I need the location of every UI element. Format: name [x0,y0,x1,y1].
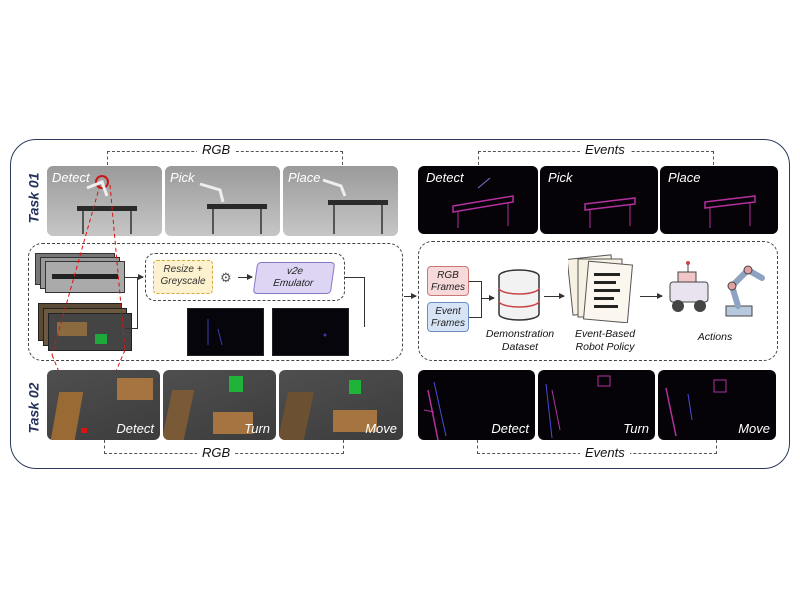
task2-event-turn-panel: Turn [538,370,655,440]
task1-event-pick-panel: Pick [540,166,658,234]
policy-line2: Robot Policy [575,341,635,353]
arrow-to-db [482,295,495,301]
rgb-frames-tag: RGB Frames [427,266,469,296]
task2-event-move-label: Move [738,421,770,436]
task1-rgb-detect-panel: Detect [47,166,162,236]
task2-event-move-panel: Move [658,370,776,440]
robot-table-image [322,178,388,234]
policy-training-box [418,241,778,361]
merge-line [481,281,482,318]
task1-event-pick-label: Pick [548,170,573,185]
policy-documents-icon [568,254,633,323]
conversion-pipeline-box [28,243,403,361]
task2-rgb-detect-label: Detect [116,421,154,436]
arrow-to-emulator [238,274,253,280]
resize-greyscale-block: Resize + Greyscale [153,260,213,294]
rgb-bottom-label: RGB [197,445,236,460]
rgb-to-merge [469,281,481,282]
emulator-out-vline [364,277,365,327]
connector-line-2 [125,328,138,329]
event-frames-tag: Event Frames [427,302,469,332]
event-frame-image [452,177,514,228]
task2-rgb-turn-label: Turn [244,421,270,436]
database-icon [498,269,540,321]
event-frame-image [423,381,447,440]
event-frame-image [665,379,727,437]
task2-event-turn-label: Turn [623,421,649,436]
task1-rgb-pick-label: Pick [170,170,195,185]
dataset-caption: Demonstration Dataset [478,328,562,354]
event-frame-image [545,375,611,439]
task1-rgb-place-panel: Place [283,166,398,236]
arrow-to-policy [544,293,565,299]
task2-rgb-move-label: Move [365,421,397,436]
task2-rgb-move-panel: Move [279,370,403,440]
robots-icon [669,261,765,317]
arrow-to-resize [125,274,144,280]
task1-event-place-panel: Place [660,166,778,234]
rgb-frames-line2: Frames [431,282,465,293]
task1-rgb-detect-label: Detect [52,170,90,185]
event-output-frame-1 [187,308,264,356]
task2-event-detect-label: Detect [491,421,529,436]
task2-frame-stack [38,303,133,351]
resize-line1: Resize + [163,264,203,275]
event-frame-image [704,195,756,228]
task2-rgb-detect-panel: Detect [47,370,160,440]
policy-caption: Event-Based Robot Policy [562,328,648,354]
emulator-out-line [345,277,365,278]
policy-line1: Event-Based [574,328,636,340]
task1-frame-stack [35,253,125,293]
task1-rgb-place-label: Place [288,170,321,185]
rgb-top-label: RGB [197,142,236,157]
event-frames-line1: Event [435,306,461,317]
rgb-frames-line1: RGB [437,270,459,281]
events-bottom-label: Events [580,445,630,460]
robot-table-image [77,175,137,234]
events-top-label: Events [580,142,630,157]
arrow-to-dataset [404,293,417,299]
task2-event-detect-panel: Detect [418,370,535,440]
task1-event-place-label: Place [668,170,701,185]
event-to-merge [469,317,481,318]
arrow-to-actions [640,293,663,299]
connector-line [137,277,138,329]
actions-caption: Actions [697,331,733,343]
robot-table-image [199,182,267,234]
task2-rgb-turn-panel: Turn [163,370,276,440]
dataset-line1: Demonstration [485,328,555,340]
task1-event-detect-panel: Detect [418,166,538,234]
task1-event-detect-label: Detect [426,170,464,185]
event-frames-line2: Frames [431,318,465,329]
gear-icon: ⚙ [220,270,232,285]
preprocess-box [145,253,345,301]
resize-line2: Greyscale [160,276,206,287]
dataset-line2: Dataset [501,341,539,353]
task1-rgb-pick-panel: Pick [165,166,280,236]
event-frame-image [584,197,636,228]
event-output-frame-2 [272,308,349,356]
outer-frame [10,139,790,469]
